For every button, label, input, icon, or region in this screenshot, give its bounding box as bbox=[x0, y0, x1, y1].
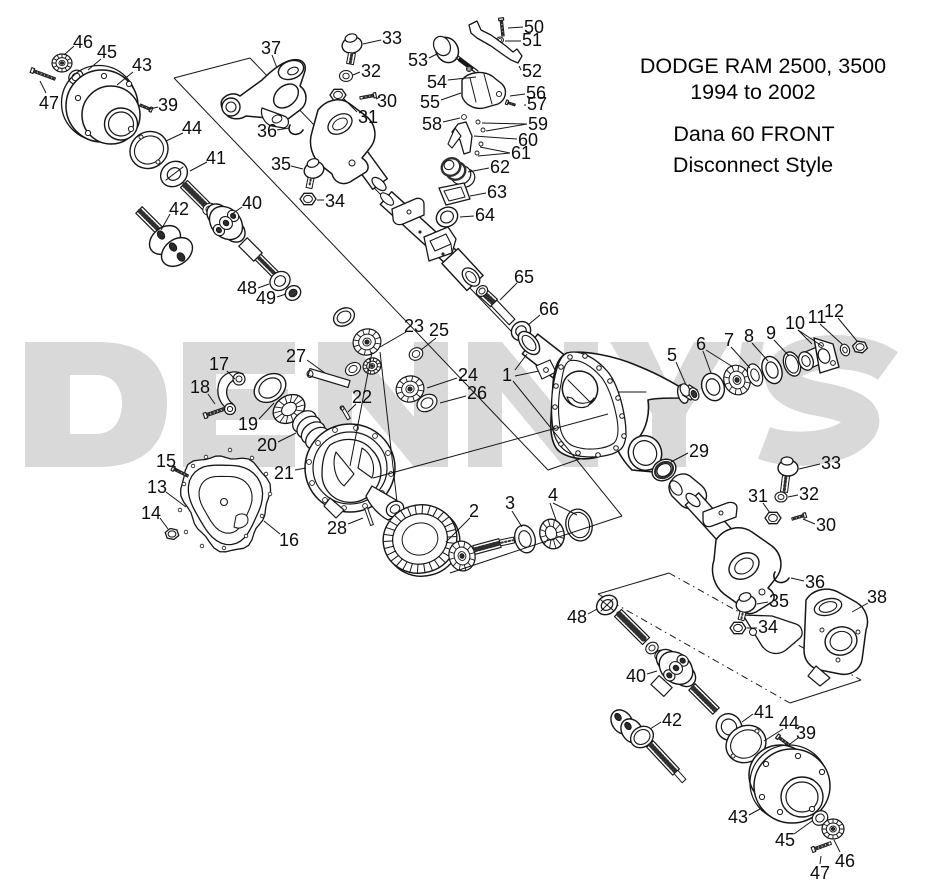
svg-text:55: 55 bbox=[420, 92, 440, 112]
svg-text:18: 18 bbox=[190, 377, 210, 397]
svg-text:43: 43 bbox=[728, 807, 748, 827]
svg-text:Disconnect Style: Disconnect Style bbox=[673, 153, 833, 177]
svg-text:61: 61 bbox=[511, 143, 531, 163]
svg-text:33: 33 bbox=[382, 28, 402, 48]
svg-text:52: 52 bbox=[522, 61, 542, 81]
svg-text:1: 1 bbox=[502, 365, 512, 385]
svg-text:26: 26 bbox=[467, 383, 487, 403]
svg-text:4: 4 bbox=[548, 485, 558, 505]
svg-text:40: 40 bbox=[626, 666, 646, 686]
svg-text:25: 25 bbox=[429, 320, 449, 340]
svg-text:7: 7 bbox=[724, 330, 734, 350]
svg-text:13: 13 bbox=[147, 477, 167, 497]
svg-text:28: 28 bbox=[327, 518, 347, 538]
svg-text:45: 45 bbox=[97, 42, 117, 62]
svg-text:39: 39 bbox=[796, 723, 816, 743]
svg-text:35: 35 bbox=[271, 154, 291, 174]
svg-text:66: 66 bbox=[539, 299, 559, 319]
svg-text:51: 51 bbox=[522, 30, 542, 50]
svg-text:31: 31 bbox=[748, 486, 768, 506]
svg-text:6: 6 bbox=[696, 334, 706, 354]
svg-text:49: 49 bbox=[256, 288, 276, 308]
svg-text:36: 36 bbox=[257, 121, 277, 141]
svg-text:17: 17 bbox=[209, 354, 229, 374]
svg-text:34: 34 bbox=[325, 191, 345, 211]
svg-text:57: 57 bbox=[527, 94, 547, 114]
svg-text:35: 35 bbox=[769, 591, 789, 611]
svg-text:41: 41 bbox=[206, 148, 226, 168]
svg-text:19: 19 bbox=[238, 414, 258, 434]
svg-text:37: 37 bbox=[261, 38, 281, 58]
svg-text:62: 62 bbox=[490, 157, 510, 177]
svg-text:54: 54 bbox=[427, 72, 447, 92]
svg-text:46: 46 bbox=[73, 32, 93, 52]
svg-text:14: 14 bbox=[141, 503, 161, 523]
svg-text:30: 30 bbox=[816, 515, 836, 535]
svg-text:12: 12 bbox=[824, 301, 844, 321]
svg-text:20: 20 bbox=[257, 435, 277, 455]
svg-text:2: 2 bbox=[469, 501, 479, 521]
svg-text:44: 44 bbox=[182, 118, 202, 138]
svg-text:65: 65 bbox=[514, 267, 534, 287]
svg-text:47: 47 bbox=[810, 863, 830, 883]
svg-text:16: 16 bbox=[279, 530, 299, 550]
svg-text:58: 58 bbox=[422, 114, 442, 134]
svg-text:3: 3 bbox=[505, 493, 515, 513]
svg-text:24: 24 bbox=[458, 365, 478, 385]
svg-text:10: 10 bbox=[785, 313, 805, 333]
svg-text:64: 64 bbox=[475, 205, 495, 225]
svg-text:39: 39 bbox=[158, 95, 178, 115]
svg-text:63: 63 bbox=[487, 182, 507, 202]
svg-text:31: 31 bbox=[358, 107, 378, 127]
svg-text:36: 36 bbox=[805, 572, 825, 592]
svg-text:32: 32 bbox=[361, 61, 381, 81]
svg-text:5: 5 bbox=[667, 345, 677, 365]
svg-text:42: 42 bbox=[169, 199, 189, 219]
svg-text:40: 40 bbox=[242, 193, 262, 213]
svg-text:43: 43 bbox=[132, 55, 152, 75]
svg-text:1994 to 2002: 1994 to 2002 bbox=[690, 80, 816, 104]
svg-text:21: 21 bbox=[274, 463, 294, 483]
svg-text:38: 38 bbox=[867, 587, 887, 607]
svg-text:DODGE RAM 2500, 3500: DODGE RAM 2500, 3500 bbox=[640, 54, 886, 78]
svg-text:33: 33 bbox=[821, 453, 841, 473]
svg-text:27: 27 bbox=[286, 346, 306, 366]
svg-text:46: 46 bbox=[835, 851, 855, 871]
svg-text:47: 47 bbox=[39, 93, 59, 113]
svg-text:53: 53 bbox=[408, 50, 428, 70]
svg-text:29: 29 bbox=[689, 441, 709, 461]
svg-text:15: 15 bbox=[156, 451, 176, 471]
svg-text:42: 42 bbox=[662, 710, 682, 730]
svg-text:45: 45 bbox=[775, 830, 795, 850]
svg-text:41: 41 bbox=[754, 702, 774, 722]
svg-text:23: 23 bbox=[404, 316, 424, 336]
svg-text:32: 32 bbox=[799, 484, 819, 504]
svg-text:22: 22 bbox=[352, 387, 372, 407]
svg-text:Dana 60 FRONT: Dana 60 FRONT bbox=[673, 122, 834, 146]
svg-text:48: 48 bbox=[567, 607, 587, 627]
svg-text:30: 30 bbox=[377, 91, 397, 111]
svg-text:48: 48 bbox=[237, 278, 257, 298]
svg-text:34: 34 bbox=[758, 617, 778, 637]
